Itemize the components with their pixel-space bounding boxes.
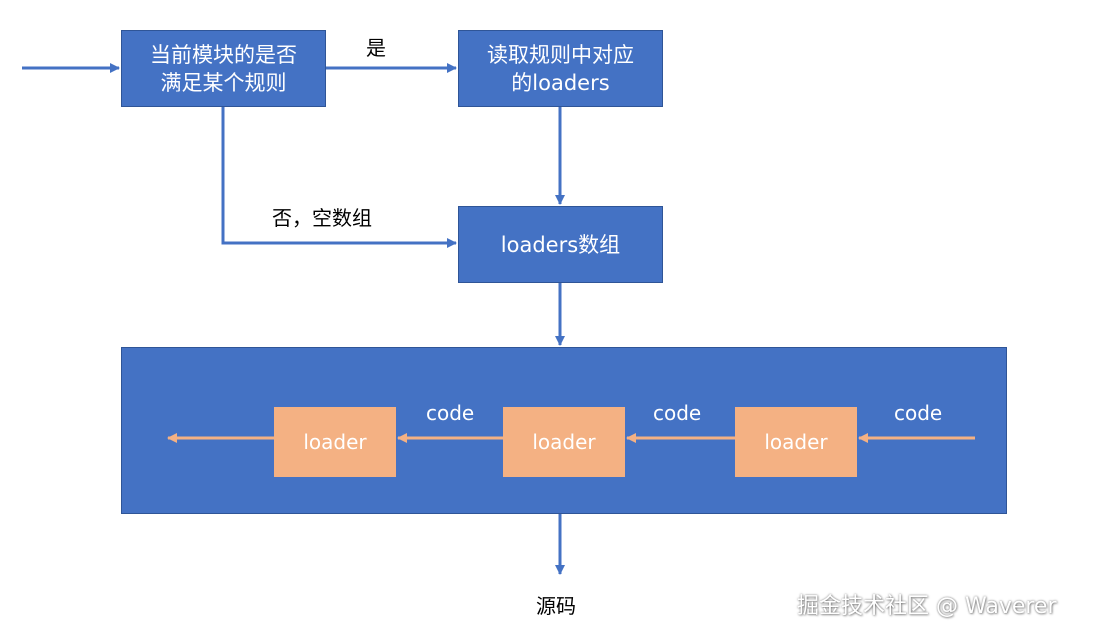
code-label-input: code (894, 401, 943, 425)
loader-middle-text: loader (532, 430, 596, 454)
no-branch-arrow (221, 107, 457, 248)
no-empty-label: 否，空数组 (272, 206, 372, 230)
loader-box-left: loader (274, 407, 396, 477)
loader-left-text: loader (303, 430, 367, 454)
yes-label: 是 (366, 36, 386, 60)
check-rule-text: 当前模块的是否 满足某个规则 (150, 42, 297, 95)
loader-right-text: loader (764, 430, 828, 454)
loader-box-middle: loader (503, 407, 625, 477)
code-label-middle-left: code (426, 401, 475, 425)
check-rule-node: 当前模块的是否 满足某个规则 (121, 30, 326, 107)
read-loaders-text: 读取规则中对应 的loaders (487, 42, 634, 95)
source-code-label: 源码 (536, 594, 576, 618)
code-label-middle-right: code (653, 401, 702, 425)
loaders-array-node: loaders数组 (458, 206, 663, 283)
read-loaders-node: 读取规则中对应 的loaders (458, 30, 663, 107)
loaders-array-text: loaders数组 (500, 232, 621, 257)
loader-box-right: loader (735, 407, 857, 477)
watermark: 掘金技术社区 @ Waverer (797, 594, 1057, 619)
